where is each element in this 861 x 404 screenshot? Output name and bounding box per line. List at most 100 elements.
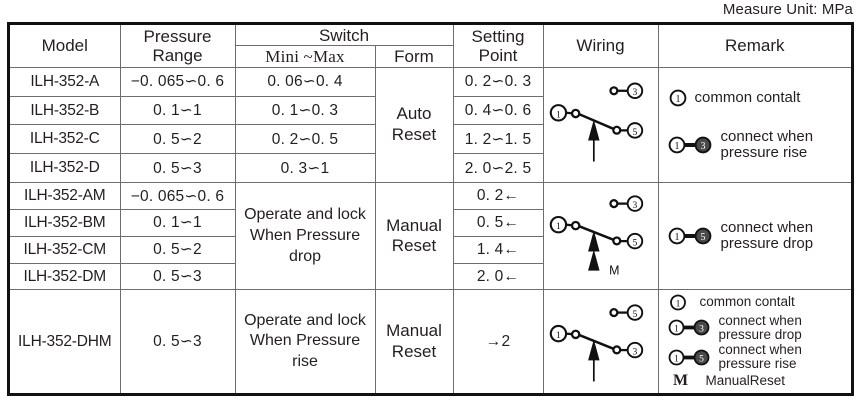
terminal-1-3-icon: 1 3 [668,320,709,336]
svg-text:3: 3 [699,325,704,335]
remark-text-line2: pressure drop [718,326,802,342]
setting-point-value: 1. 2∽1. 5 [452,124,544,155]
setting-point-value: 0. 2← [452,182,544,210]
column-header-setting-point: Setting Point [452,25,544,68]
form-line1: Manual [386,215,442,235]
table-row: ILH-352-C 0. 5∽2 0. 2∽0. 5 1. 2∽1. 5 [10,124,851,155]
column-header-wiring: Wiring [542,25,659,68]
specification-table: Model Pressure Range Switch Setting Poin… [10,25,852,393]
remark-text: connect when pressure drop [721,220,814,252]
form-line1: Manual [386,320,442,340]
wiring-diagram: 3 1 5 M [542,182,659,291]
remark-line: 1 5 connect when pressure drop [668,220,850,252]
svg-text:1: 1 [675,94,680,105]
pressure-range-value: 0. 5∽3 [119,262,236,291]
wiring-diagram-double-arrow-manual: 3 1 5 M [546,183,656,289]
svg-text:1: 1 [674,354,679,364]
wiring-diagram: 3 1 5 [542,66,659,184]
remark-list: 1 5 connect when pressure drop [661,183,850,289]
pressure-range-line2: Range [152,45,203,65]
model-value: ILH-352-DHM [10,289,121,393]
remark-list: 1 common contalt 1 [661,290,850,393]
pressure-range-value: −0. 065∽0. 6 [119,66,236,97]
setting-point-value: 2. 0← [452,262,544,291]
terminal-1-5-icon: 1 5 [668,349,709,366]
table-row: ILH-352-A −0. 065∽0. 6 0. 06∽0. 4 Auto R… [10,66,852,184]
svg-text:5: 5 [632,127,637,138]
model-value: ILH-352-A [10,66,121,97]
setting-point-value: 0. 5← [452,208,544,237]
table-row: ILH-352-BM 0. 1∽1 0. 5← [10,208,851,237]
pressure-range-value: 0. 5∽3 [119,289,236,393]
terminal-1-icon: 1 [669,294,686,311]
pressure-range-value: 0. 5∽3 [119,153,236,184]
column-header-model: Model [10,25,121,68]
setting-point-value: →2 [452,289,544,393]
remark-text: connect when pressure rise [719,343,802,371]
remark-line: 1 3 connect when pressure drop [668,312,850,342]
column-header-remark: Remark [657,25,852,68]
remark-text: common contalt [700,295,795,309]
remark-line: 1 common contalt [668,294,850,311]
setting-point-value: 0. 4∽0. 6 [452,95,544,126]
form-value: Auto Reset [374,66,454,184]
svg-text:1: 1 [556,109,561,120]
remark-text-line2: pressure rise [718,356,797,372]
pressure-range-value: 0. 1∽1 [119,208,236,237]
manual-reset-symbol: M [672,372,689,390]
form-value: Manual Reset [374,289,454,393]
setting-point-line2: Point [478,45,518,65]
manual-reset-label: ManualReset [705,372,786,388]
remark-text-line2: pressure rise [720,143,808,161]
remark-text-line1: connect when [718,312,802,328]
svg-text:3: 3 [632,200,637,211]
setting-point-value: 2. 0∽2. 5 [452,153,544,184]
remark-line: 1 3 connect when pressure rise [668,127,850,161]
table-row: ILH-352-DM 0. 5∽3 2. 0← [10,262,851,291]
remark-text-line1: connect when [720,219,814,237]
mini-max-value: 0. 3∽1 [234,153,376,184]
remark-text-line2: pressure drop [720,235,814,253]
form-line2: Reset [391,341,437,361]
column-header-switch: Switch [234,25,454,47]
setting-point-value: 1. 4← [452,235,544,264]
form-line2: Reset [391,124,437,144]
wiring-diagram-single-arrow: 3 1 5 [546,68,656,182]
measure-unit-caption: Measure Unit: MPa [722,1,853,18]
specification-table-frame: Model Pressure Range Switch Setting Poin… [7,22,854,396]
remark-cell: 1 common contalt 1 [657,66,852,184]
svg-text:5: 5 [632,238,637,249]
svg-text:1: 1 [556,331,561,342]
column-header-form: Form [374,45,454,68]
svg-text:1: 1 [674,232,679,243]
svg-text:5: 5 [699,354,704,364]
mini-max-value: 0. 1∽0. 3 [234,95,376,126]
column-header-mini-max: Mini ~Max [235,45,376,68]
mini-max-merged-line2: When Pressure [249,332,361,350]
form-value: Manual Reset [374,182,454,291]
mini-max-value: 0. 06∽0. 4 [234,66,376,97]
svg-text:1: 1 [674,141,679,152]
wiring-diagram: 5 1 3 [542,289,659,393]
svg-text:3: 3 [632,87,637,98]
remark-text-line1: connect when [720,127,814,145]
pressure-range-value: 0. 1∽1 [119,95,236,126]
svg-text:M: M [609,264,619,278]
pressure-range-value: 0. 5∽2 [119,235,236,264]
remark-text: connect when pressure rise [720,127,814,161]
mini-max-merged-line2: When Pressure [249,226,361,244]
pressure-range-line1: Pressure [143,26,212,46]
remark-text-line1: common contalt [699,294,795,310]
svg-text:1: 1 [674,325,679,335]
remark-cell: 1 5 connect when pressure drop [657,182,852,291]
table-header-row-1: Model Pressure Range Switch Setting Poin… [10,25,852,68]
svg-text:1: 1 [556,221,561,232]
table-row: ILH-352-DHM 0. 5∽3 Operate and lock When… [10,289,852,393]
model-value: ILH-352-D [10,153,121,184]
terminal-1-5-icon: 1 5 [668,227,711,245]
remark-text-line1: common contalt [694,88,801,106]
remark-line-legend: M ManualReset [668,372,850,389]
mini-max-merged-line1: Operate and lock [244,206,366,224]
model-value: ILH-352-B [10,95,121,126]
